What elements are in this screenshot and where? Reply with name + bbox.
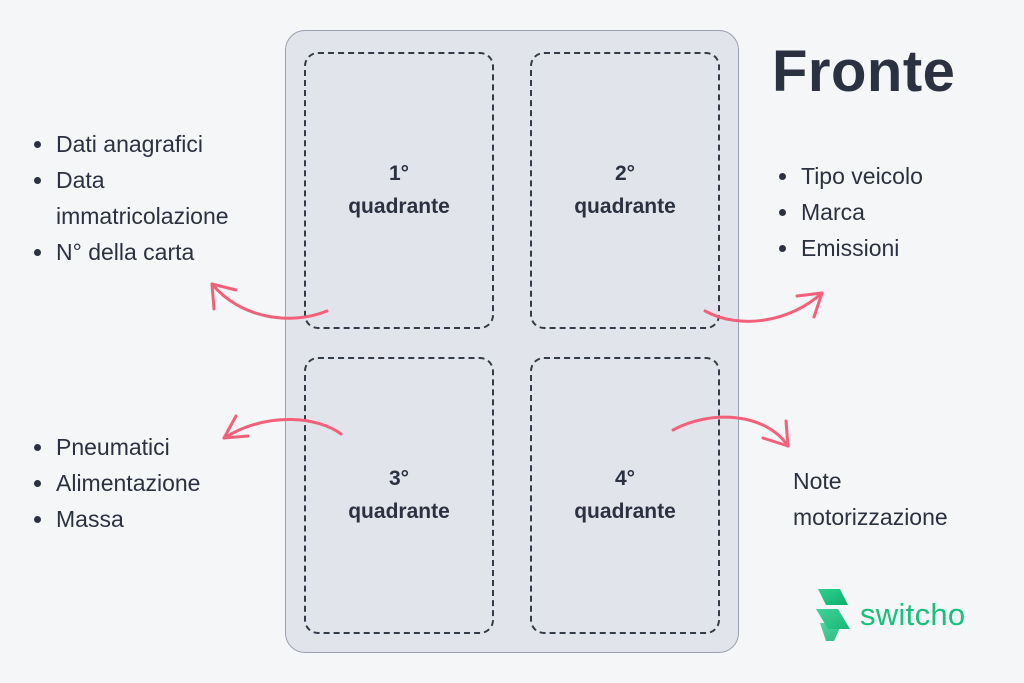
- quadrant-4: 4° quadrante: [530, 357, 720, 634]
- quadrant-2-list: Tipo veicolo Marca Emissioni: [777, 158, 1007, 266]
- list-item: Data immatricolazione: [32, 162, 282, 234]
- list-item: Dati anagrafici: [32, 126, 282, 162]
- quadrant-2-label: quadrante: [574, 194, 676, 218]
- quadrant-3-list: Pneumatici Alimentazione Massa: [32, 429, 282, 537]
- quadrant-1-label: quadrante: [348, 194, 450, 218]
- logo-text: switcho: [860, 597, 966, 632]
- list-item: Pneumatici: [32, 429, 282, 465]
- note-line-1: Note: [793, 468, 842, 494]
- list-item: N° della carta: [32, 234, 282, 270]
- quadrant-1: 1° quadrante: [304, 52, 494, 329]
- quadrant-3-label: quadrante: [348, 499, 450, 523]
- list-item: Massa: [32, 501, 282, 537]
- quadrant-1-list: Dati anagrafici Data immatricolazione N°…: [32, 126, 282, 270]
- quadrant-3-number: 3°: [388, 466, 410, 490]
- quadrant-1-number: 1°: [388, 161, 410, 185]
- arrow-quadrant-4: [671, 415, 790, 448]
- list-item: Marca: [777, 194, 1007, 230]
- quadrant-4-label: quadrante: [574, 499, 676, 523]
- quadrant-3: 3° quadrante: [304, 357, 494, 634]
- page-title: Fronte: [772, 39, 956, 104]
- list-item: Emissioni: [777, 230, 1007, 266]
- list-item: Alimentazione: [32, 465, 282, 501]
- arrow-quadrant-3: [222, 414, 343, 440]
- quadrant-4-number: 4°: [614, 466, 636, 490]
- quadrant-4-note: Note motorizzazione: [793, 463, 948, 535]
- list-item: Tipo veicolo: [777, 158, 1007, 194]
- arrow-quadrant-1: [210, 282, 329, 320]
- note-line-2: motorizzazione: [793, 504, 948, 530]
- switcho-logo: switcho: [812, 583, 965, 647]
- quadrant-2-number: 2°: [614, 161, 636, 185]
- document-card: [285, 30, 739, 653]
- arrow-quadrant-2: [703, 291, 824, 323]
- switcho-logo-icon: [816, 589, 850, 641]
- quadrant-2: 2° quadrante: [530, 52, 720, 329]
